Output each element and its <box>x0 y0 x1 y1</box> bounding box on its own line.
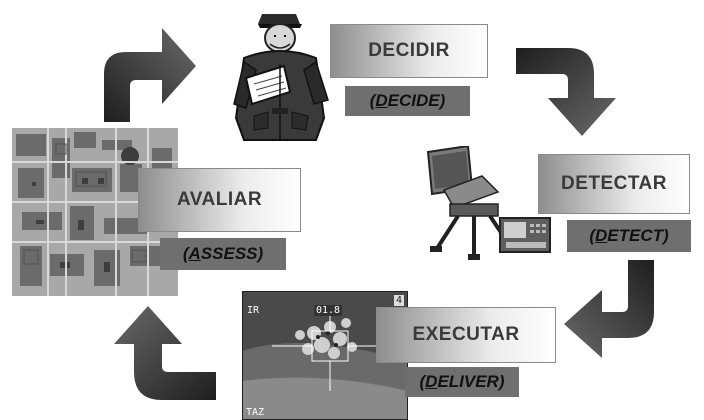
step-label-decidir: DECIDIR <box>330 24 488 78</box>
cycle-arrow-icon <box>100 22 200 122</box>
english-initial: A <box>189 244 201 264</box>
step-label-avaliar: AVALIAR <box>138 168 301 232</box>
english-rest: ELIVER) <box>437 372 504 392</box>
english-initial: D <box>425 372 437 392</box>
overlay-label-taz: TAZ <box>246 407 264 418</box>
cycle-arrow-icon <box>112 304 216 404</box>
overlay-label-range: 01.8 <box>314 305 342 316</box>
cycle-arrow-icon <box>562 258 658 358</box>
cycle-arrow-icon <box>512 44 620 136</box>
step-title: DETECTAR <box>561 173 667 195</box>
overlay-label-mode: 4 <box>394 295 404 306</box>
english-rest: ETECT) <box>607 226 668 246</box>
soldier-with-clipboard-image <box>224 8 336 144</box>
english-initial: D <box>375 91 387 111</box>
english-rest: ECIDE) <box>388 91 446 111</box>
step-title: EXECUTAR <box>412 324 519 346</box>
step-label-detectar: DETECTAR <box>538 154 690 214</box>
english-rest: SSESS) <box>201 244 263 264</box>
step-title: DECIDIR <box>368 40 450 62</box>
step-title: AVALIAR <box>177 189 262 211</box>
step-label-executar: EXECUTAR <box>376 307 556 363</box>
english-initial: D <box>595 226 607 246</box>
overlay-label-ir: IR <box>247 305 259 316</box>
radar-antenna-image <box>414 146 554 264</box>
